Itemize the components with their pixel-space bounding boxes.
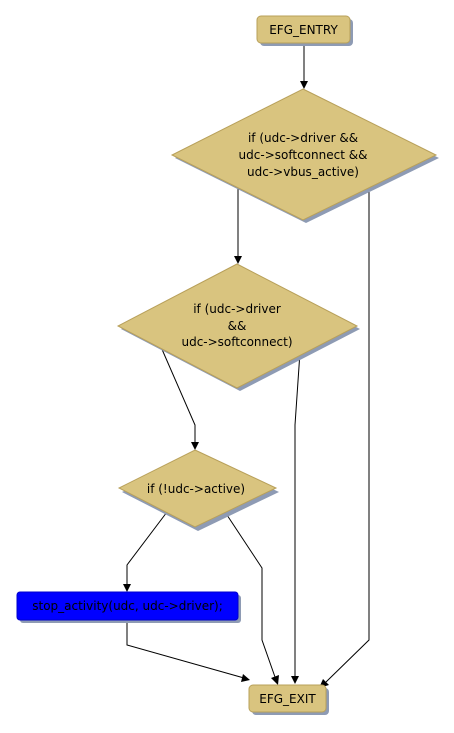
arrowhead xyxy=(300,81,308,89)
edge-cond3-to-action xyxy=(126,511,168,584)
condition-line: if (!udc->active) xyxy=(147,482,245,496)
node-diamond xyxy=(170,88,438,221)
node-label: EFG_ENTRY xyxy=(269,23,338,37)
decision-node-1: if (udc->driver && udc->softconnect && u… xyxy=(170,88,439,223)
decision-node-3: if (!udc->active) xyxy=(117,449,279,531)
arrowhead xyxy=(241,674,250,682)
decision-node-2: if (udc->driver && udc->softconnect) xyxy=(116,263,360,391)
condition-line: udc->softconnect) xyxy=(181,335,292,349)
node-box xyxy=(16,591,239,621)
arrowhead xyxy=(234,256,242,264)
entry-node: EFG_ENTRY xyxy=(256,15,353,46)
arrowhead xyxy=(271,675,279,685)
arrowhead xyxy=(291,676,299,684)
edge-cond2-to-exit xyxy=(294,351,301,676)
condition-line: if (udc->driver xyxy=(193,302,281,316)
arrowhead xyxy=(123,584,131,592)
node-box xyxy=(248,684,327,713)
action-node: stop_activity(udc, udc->driver); xyxy=(16,591,241,623)
exit-node: EFG_EXIT xyxy=(248,684,329,715)
edge-cond3-to-exit xyxy=(224,511,276,678)
node-diamond xyxy=(116,263,359,389)
node-box xyxy=(256,15,351,44)
condition-line: && xyxy=(228,319,247,333)
edge-cond2-to-cond3 xyxy=(160,346,196,442)
node-diamond xyxy=(117,449,278,528)
arrowhead xyxy=(191,442,199,450)
condition-line: if (udc->driver && xyxy=(248,131,358,145)
edge-action-to-exit xyxy=(126,620,245,679)
edge-cond1-to-exit xyxy=(325,186,370,683)
edges xyxy=(123,45,370,688)
node-label: EFG_EXIT xyxy=(259,692,316,706)
action-label: stop_activity(udc, udc->driver); xyxy=(32,599,223,613)
condition-line: udc->vbus_active) xyxy=(247,165,359,179)
condition-line: udc->softconnect && xyxy=(239,148,368,162)
